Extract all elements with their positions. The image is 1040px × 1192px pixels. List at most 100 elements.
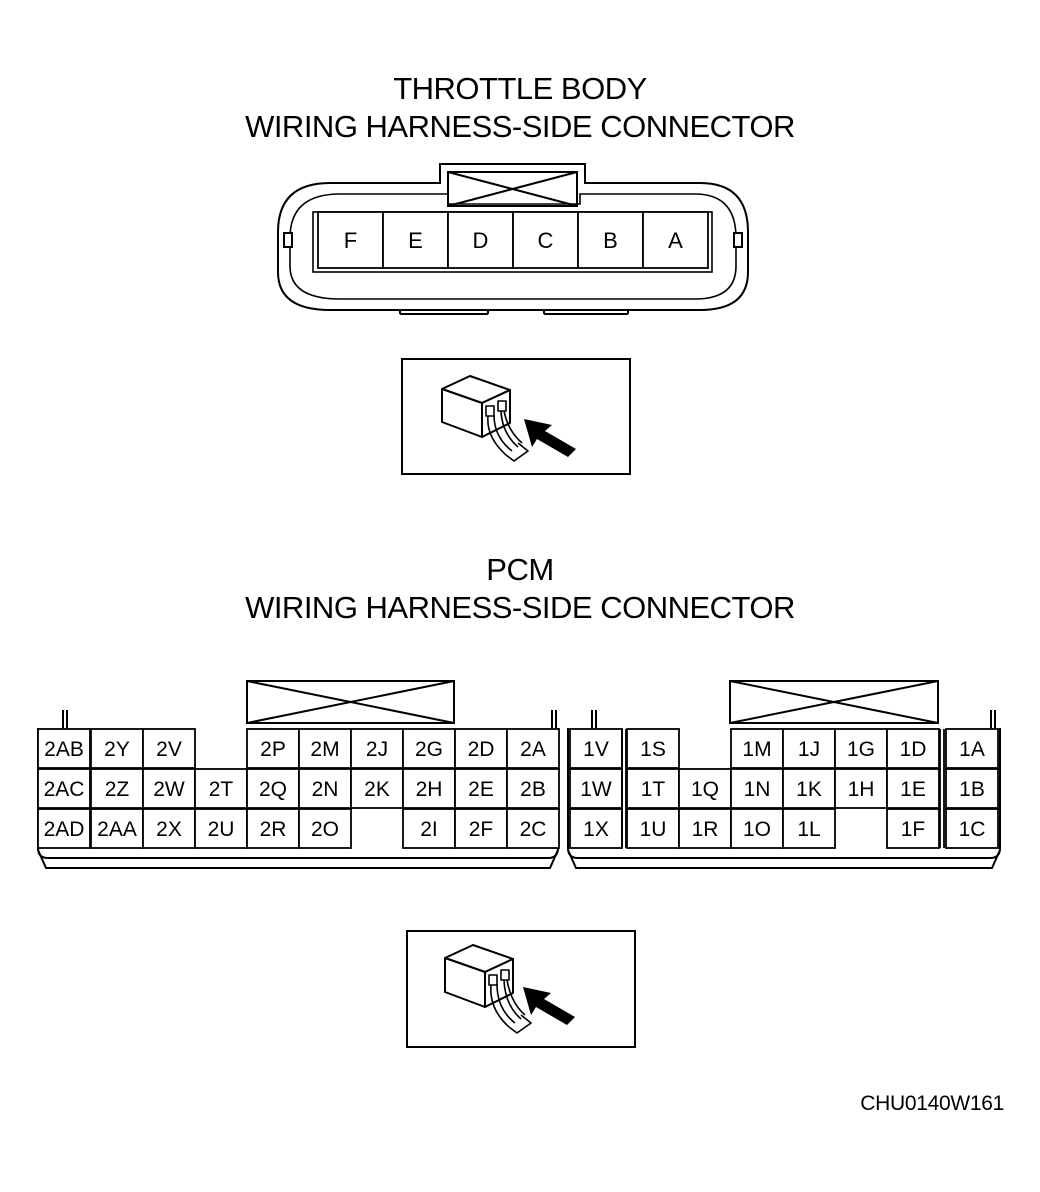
- pcm2-lock-tab: [246, 680, 455, 724]
- harness-plug-icon: [441, 375, 529, 462]
- throttle-title-line2: WIRING HARNESS-SIDE CONNECTOR: [245, 109, 795, 144]
- pin-cavity: 1X: [569, 808, 623, 849]
- pin-cavity-box: [626, 728, 680, 769]
- pin-cavity: 2A: [506, 728, 560, 769]
- harness-plug-icon: [444, 944, 532, 1034]
- pin-cavity: 1S: [626, 728, 680, 769]
- pin-cavity-box: [945, 728, 999, 769]
- pin-cavity: 2J: [350, 728, 404, 769]
- pin-cavity: 2P: [246, 728, 300, 769]
- pin-label: 1G: [847, 738, 875, 761]
- harness-view-icon-1: [401, 358, 631, 475]
- throttle-title: THROTTLE BODY WIRING HARNESS-SIDE CONNEC…: [0, 70, 1040, 146]
- pin-label: 2U: [208, 818, 235, 841]
- pin-label: 2AA: [97, 818, 137, 841]
- pin-label: 2O: [311, 818, 339, 841]
- pin-cavity-box: [447, 211, 514, 269]
- pin-cavity-box: [90, 768, 144, 809]
- pin-cavity: 2T: [194, 768, 248, 809]
- pin-label: 2C: [520, 818, 547, 841]
- pin-label: 1R: [692, 818, 719, 841]
- pin-cavity: 2Y: [90, 728, 144, 769]
- pin-label: D: [473, 228, 489, 253]
- pin-label: 1H: [848, 778, 875, 801]
- pin-cavity: 2O: [298, 808, 352, 849]
- pin-cavity: 1G: [834, 728, 888, 769]
- pin-cavity: 1L: [782, 808, 836, 849]
- pin-cavity-box: [37, 728, 91, 769]
- pin-cavity: 2D: [454, 728, 508, 769]
- pin-label: 2A: [520, 738, 546, 761]
- pin-cavity-box: [142, 728, 196, 769]
- pin-cavity-box: [350, 728, 404, 769]
- pin-cavity: 2AD: [37, 808, 91, 849]
- throttle-left-ear: [283, 232, 293, 248]
- pin-cavity: 2N: [298, 768, 352, 809]
- pin-label: 2N: [312, 778, 339, 801]
- throttle-title-line1: THROTTLE BODY: [393, 71, 647, 106]
- pcm-title: PCM WIRING HARNESS-SIDE CONNECTOR: [0, 551, 1040, 627]
- pin-cavity: 2AB: [37, 728, 91, 769]
- pin-label: 1A: [959, 738, 985, 761]
- pin-cavity: 2W: [142, 768, 196, 809]
- pcm-connector-2: [37, 680, 559, 869]
- pin-cavity: E: [382, 211, 449, 269]
- pin-cavity-box: [782, 808, 836, 849]
- pin-cavity: 1K: [782, 768, 836, 809]
- pin-cavity-box: [194, 768, 248, 809]
- pcm2-lock-cross-b: [246, 680, 455, 724]
- arrow-icon: [524, 419, 576, 457]
- pin-cavity-box: [246, 768, 300, 809]
- pin-cavity-box: [317, 211, 384, 269]
- pin-cavity: 1T: [626, 768, 680, 809]
- pin-label: E: [408, 228, 423, 253]
- pin-cavity-box: [886, 728, 940, 769]
- pin-cavity: F: [317, 211, 384, 269]
- pin-label: 2K: [364, 778, 390, 801]
- pin-cavity-box: [945, 768, 999, 809]
- pin-cavity: 2B: [506, 768, 560, 809]
- pin-label: 1J: [798, 738, 820, 761]
- pin-cavity-box: [246, 728, 300, 769]
- pin-cavity: 1O: [730, 808, 784, 849]
- pin-cavity: 1J: [782, 728, 836, 769]
- pin-cavity: 2AC: [37, 768, 91, 809]
- pin-cavity-box: [834, 768, 888, 809]
- pin-label: 1W: [580, 778, 612, 801]
- pin-cavity-box: [506, 728, 560, 769]
- pin-cavity: 2X: [142, 808, 196, 849]
- pin-cavity-box: [402, 808, 456, 849]
- arrow-icon: [523, 987, 575, 1025]
- pin-label: 1O: [743, 818, 771, 841]
- pcm1-lock-cross-b: [729, 680, 939, 724]
- pin-cavity-box: [577, 211, 644, 269]
- pin-label: 2Y: [104, 738, 130, 761]
- harness-icon-frame: [406, 930, 636, 1048]
- pin-cavity-box: [642, 211, 709, 269]
- pin-cavity: D: [447, 211, 514, 269]
- pin-label: 2AD: [44, 818, 85, 841]
- pin-cavity-box: [506, 768, 560, 809]
- pin-cavity-box: [298, 768, 352, 809]
- pin-cavity: 1U: [626, 808, 680, 849]
- pin-label: A: [668, 228, 683, 253]
- pin-cavity: 2M: [298, 728, 352, 769]
- pin-cavity-box: [506, 808, 560, 849]
- pcm1-lock-tab: [729, 680, 939, 724]
- pin-label: 1E: [900, 778, 926, 801]
- pin-cavity-box: [678, 808, 732, 849]
- pin-label: 2T: [209, 778, 234, 801]
- pin-cavity-box: [730, 808, 784, 849]
- pin-cavity: 2E: [454, 768, 508, 809]
- pin-cavity-box: [782, 768, 836, 809]
- pin-label: 1F: [901, 818, 926, 841]
- pin-cavity-box: [454, 808, 508, 849]
- pin-label: F: [344, 228, 357, 253]
- pin-label: 1X: [583, 818, 609, 841]
- pin-cavity: 2Z: [90, 768, 144, 809]
- pin-cavity: 1M: [730, 728, 784, 769]
